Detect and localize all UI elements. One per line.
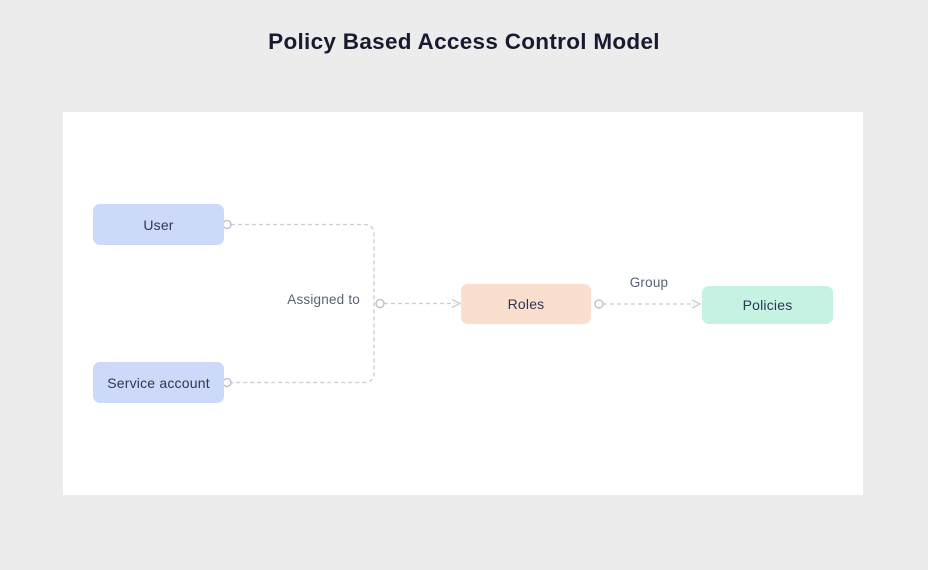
node-service-account: Service account [93, 362, 224, 403]
page-title: Policy Based Access Control Model [268, 29, 660, 54]
edge-label-assigned-to: Assigned to [287, 292, 360, 307]
node-service-account-label: Service account [107, 374, 210, 391]
node-user: User [93, 204, 224, 245]
node-policies: Policies [702, 286, 833, 324]
node-roles-label: Roles [507, 296, 545, 312]
edge-label-group: Group [629, 275, 669, 290]
node-roles: Roles [461, 284, 591, 324]
node-policies-label: Policies [742, 297, 793, 313]
node-user-label: User [143, 216, 174, 233]
